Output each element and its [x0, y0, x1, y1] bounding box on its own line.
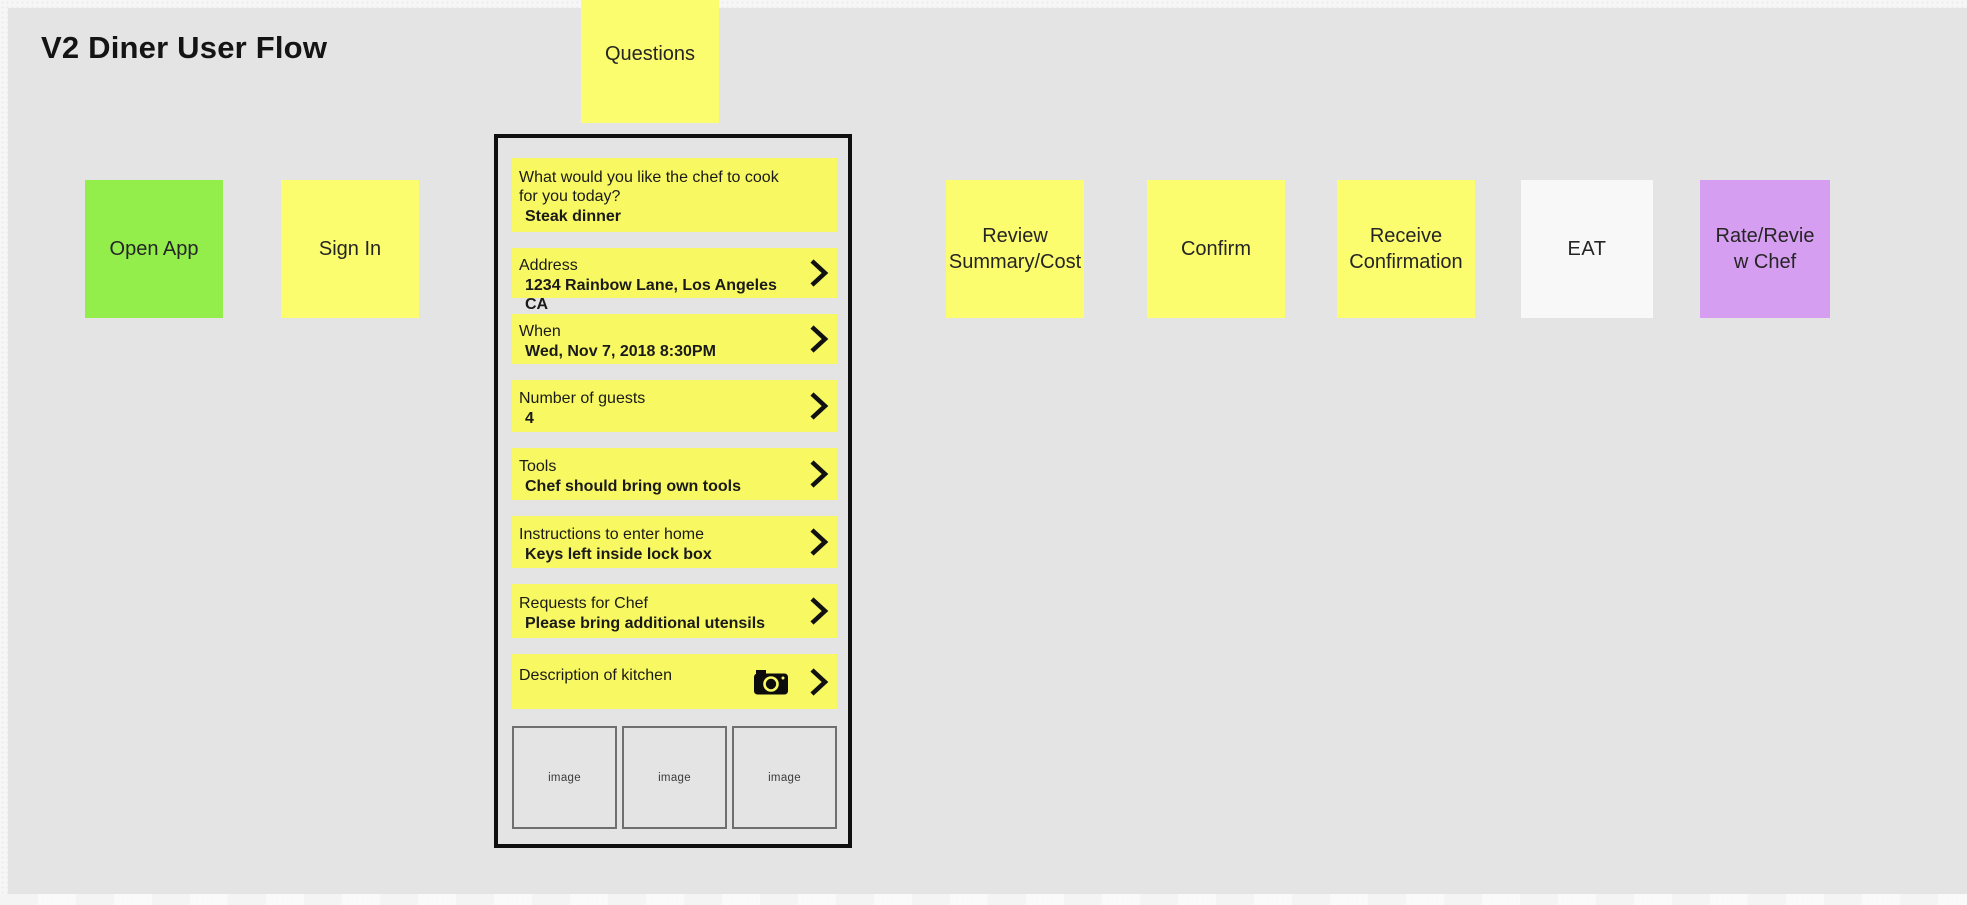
question-value: 4 — [525, 410, 534, 427]
image-placeholder[interactable]: image — [732, 726, 837, 829]
question-row-chef-cook[interactable]: What would you like the chef to cook for… — [512, 158, 837, 232]
question-row-address[interactable]: Address 1234 Rainbow Lane, Los Angeles C… — [512, 248, 837, 313]
question-value: Chef should bring own tools — [525, 478, 741, 495]
kitchen-image-list: image image image — [512, 726, 837, 829]
question-value: Keys left inside lock box — [525, 546, 712, 563]
sticky-note-open-app[interactable]: Open App — [85, 180, 223, 318]
question-label: When — [519, 323, 561, 340]
question-label: Instructions to enter home — [519, 526, 704, 543]
question-row-number-of-guests[interactable]: Number of guests 4 — [512, 380, 837, 432]
chevron-right-icon — [810, 392, 829, 420]
design-canvas — [8, 8, 1967, 894]
canvas-bottom-edge — [0, 894, 1967, 905]
sticky-note-receive-confirmation[interactable]: Receive Confirmation — [1337, 180, 1475, 318]
chevron-right-icon — [810, 259, 829, 287]
question-value: Wed, Nov 7, 2018 8:30PM — [525, 343, 716, 360]
sticky-note-eat[interactable]: EAT — [1521, 180, 1653, 318]
question-label: Number of guests — [519, 390, 646, 407]
page-title[interactable]: V2 Diner User Flow — [41, 30, 328, 65]
chevron-right-icon — [810, 528, 829, 556]
sticky-note-label: Rate/Revie w Chef — [1715, 225, 1815, 273]
sticky-note-questions[interactable]: Questions — [581, 0, 719, 123]
chevron-right-icon — [810, 667, 829, 696]
question-label: Description of kitchen — [519, 667, 672, 684]
question-label: Address — [519, 257, 578, 274]
chevron-right-icon — [810, 597, 829, 625]
question-value: Please bring additional utensils — [525, 615, 766, 632]
sticky-note-rate-review-chef[interactable]: Rate/Revie w Chef — [1700, 180, 1830, 318]
image-placeholder[interactable]: image — [622, 726, 727, 829]
question-row-when[interactable]: When Wed, Nov 7, 2018 8:30PM — [512, 314, 837, 364]
question-row-tools[interactable]: Tools Chef should bring own tools — [512, 448, 837, 500]
sticky-note-label: Questions — [604, 43, 696, 65]
sticky-note-confirm[interactable]: Confirm — [1147, 180, 1285, 318]
question-label: Requests for Chef — [519, 595, 648, 612]
image-placeholder[interactable]: image — [512, 726, 617, 829]
sticky-note-review-summary-cost[interactable]: Review Summary/Cost — [946, 180, 1084, 318]
camera-icon — [754, 669, 788, 694]
sticky-note-label: EAT — [1567, 238, 1607, 260]
chevron-right-icon — [810, 325, 829, 353]
sticky-note-sign-in[interactable]: Sign In — [281, 180, 419, 318]
sticky-note-label: Confirm — [1180, 238, 1251, 260]
sticky-note-label: Open App — [109, 238, 199, 260]
chevron-right-icon — [810, 460, 829, 488]
question-row-description-of-kitchen[interactable]: Description of kitchen — [512, 654, 837, 709]
image-placeholder-label: image — [658, 771, 691, 784]
sticky-note-label: Sign In — [318, 238, 382, 260]
sticky-note-label: Review Summary/Cost — [948, 225, 1082, 273]
image-placeholder-label: image — [768, 771, 801, 784]
question-row-enter-home[interactable]: Instructions to enter home Keys left ins… — [512, 516, 837, 568]
image-placeholder-label: image — [548, 771, 581, 784]
question-label: Tools — [519, 458, 557, 475]
question-label: What would you like the chef to cook for… — [519, 169, 779, 205]
question-value: 1234 Rainbow Lane, Los Angeles CA — [525, 277, 777, 313]
questions-panel: What would you like the chef to cook for… — [494, 134, 852, 848]
question-row-requests-for-chef[interactable]: Requests for Chef Please bring additiona… — [512, 584, 837, 638]
sticky-note-label: Receive Confirmation — [1349, 225, 1463, 273]
question-value: Steak dinner — [525, 208, 622, 225]
